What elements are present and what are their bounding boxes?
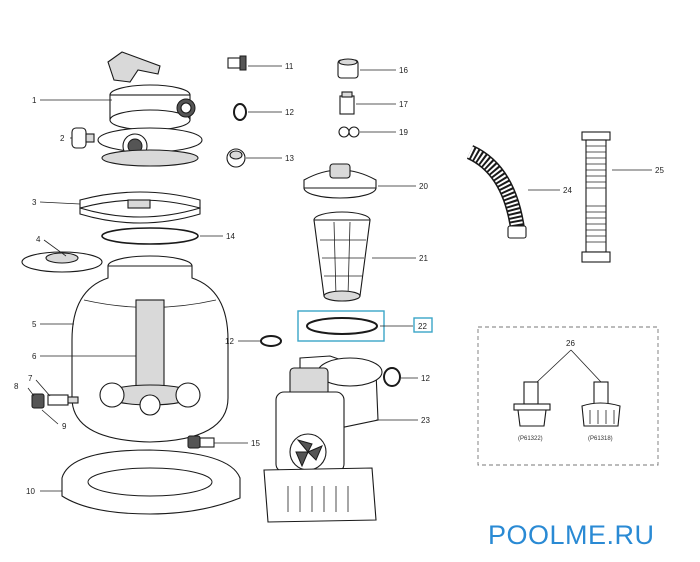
clip-19	[338, 126, 360, 138]
strainer-fitting-p61318	[581, 381, 621, 427]
callout-5: 5	[32, 320, 37, 329]
callout-2: 2	[60, 134, 65, 143]
callout-14: 14	[226, 232, 235, 241]
callout-3: 3	[32, 198, 37, 207]
callout-12a: 12	[285, 108, 294, 117]
callout-9: 9	[62, 422, 67, 431]
callout-13: 13	[285, 154, 294, 163]
o-ring-14	[101, 227, 199, 245]
callout-25: 25	[655, 166, 664, 175]
callout-22: 22	[418, 322, 427, 331]
callout-7: 7	[28, 374, 33, 383]
callout-6: 6	[32, 352, 37, 361]
strainer-fitting-p61322	[513, 381, 551, 427]
callout-16: 16	[399, 66, 408, 75]
valve-17	[339, 91, 355, 115]
callout-12b: 12	[225, 337, 234, 346]
callout-8: 8	[14, 382, 19, 391]
hose-24	[466, 145, 527, 239]
inset-caption-p61322: (P61322)	[518, 436, 543, 442]
callout-12c: 12	[421, 374, 430, 383]
callout-11: 11	[285, 62, 294, 71]
callout-19: 19	[399, 128, 408, 137]
inset-caption-p61318: (P61318)	[588, 436, 613, 442]
brand-watermark: POOLME.RU	[488, 520, 655, 550]
o-ring-22	[306, 317, 378, 335]
multiport-valve	[97, 51, 203, 167]
hose-25	[581, 131, 611, 263]
callout-labels: 1 2 3 4 5 6 7 8 9 10 11 12 13 14 12 15 1…	[14, 62, 664, 496]
leader-lines	[27, 65, 652, 492]
o-ring-12c	[383, 367, 401, 387]
callout-21: 21	[419, 254, 428, 263]
filter-tank	[71, 255, 229, 443]
diffuser-lid	[21, 251, 103, 273]
callout-4: 4	[36, 235, 41, 244]
tank-base	[61, 449, 241, 515]
pump-lid	[303, 163, 377, 199]
strainer-basket	[313, 211, 371, 302]
callout-10: 10	[26, 487, 35, 496]
o-ring-12b	[260, 335, 282, 347]
fitting-11	[227, 55, 247, 71]
hose-connector-15	[187, 435, 215, 449]
pressure-gauge	[71, 127, 95, 149]
callout-22-box	[413, 317, 433, 333]
pump-motor	[263, 355, 383, 523]
callout-1: 1	[32, 96, 37, 105]
callout-26: 26	[566, 339, 575, 348]
callout-15: 15	[251, 439, 260, 448]
tank-clamp	[79, 191, 201, 224]
o-ring-22-highlight	[297, 310, 385, 342]
callout-17: 17	[399, 100, 408, 109]
inset-box	[477, 326, 659, 466]
callout-24: 24	[563, 186, 572, 195]
cap-13	[226, 148, 246, 168]
o-ring-12a	[233, 103, 247, 121]
cap-16	[337, 58, 359, 79]
drain-plug-assembly	[31, 393, 79, 409]
callout-20: 20	[419, 182, 428, 191]
callout-23: 23	[421, 416, 430, 425]
